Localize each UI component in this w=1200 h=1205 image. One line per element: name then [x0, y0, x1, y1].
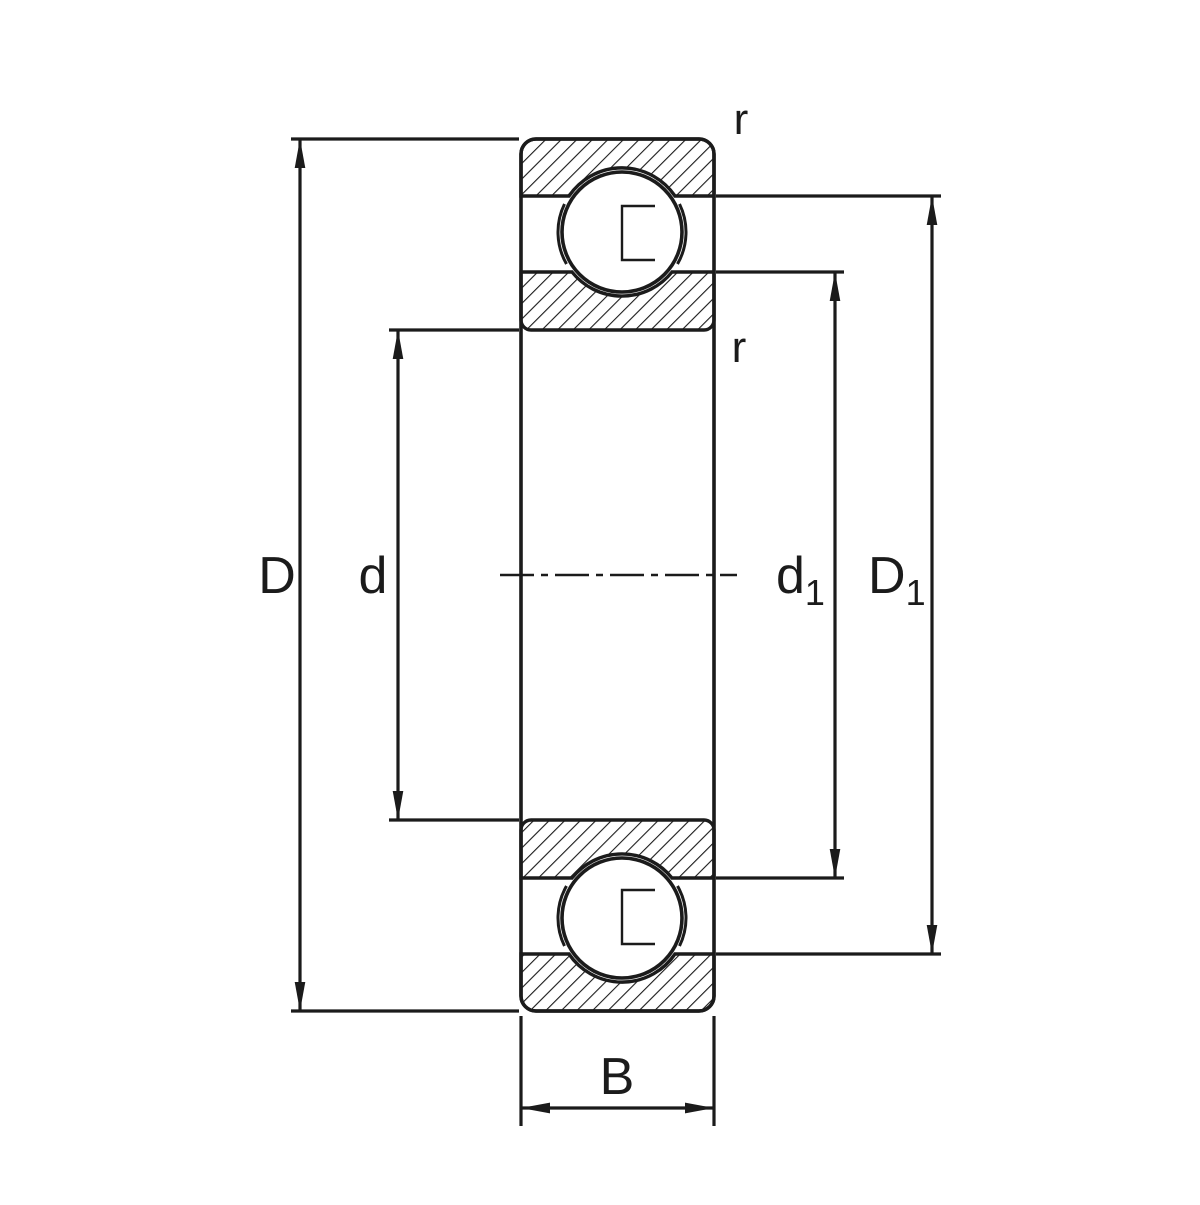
label-chamfer-radius-top: r — [734, 95, 749, 144]
raceway-arc-bottom-right — [676, 885, 688, 947]
arrowhead-d-bottom — [392, 791, 404, 820]
inner-ring-top-section — [519, 270, 716, 332]
bearing-body — [500, 137, 737, 1013]
outer-ring-top-section — [519, 137, 716, 198]
label-chamfer-radius-inner: r — [732, 323, 747, 372]
inner-ring-bottom-section — [519, 818, 716, 880]
cage-mark-top — [620, 204, 655, 262]
raceway-arc-top-left — [556, 203, 568, 265]
label-bore-diameter: d — [359, 547, 388, 605]
raceway-arc-top-right — [676, 203, 688, 265]
raceway-arc-bottom-left — [556, 885, 568, 947]
dimension-D: D — [258, 137, 519, 1013]
label-outer-shoulder-diameter: D1 — [868, 547, 926, 613]
arrowhead-d1-top — [829, 272, 841, 301]
label-outer-diameter: D — [258, 547, 296, 605]
arrowhead-D1-bottom — [926, 925, 938, 954]
dimension-D1: D1 — [716, 194, 941, 956]
chamfer-labels: r r — [732, 95, 749, 372]
arrowhead-D-bottom — [294, 982, 306, 1011]
arrowhead-D-top — [294, 139, 306, 168]
cage-mark-bottom — [620, 888, 655, 946]
dimension-d: d — [359, 328, 519, 822]
label-inner-shoulder-diameter: d1 — [776, 547, 825, 613]
arrowhead-d1-bottom — [829, 849, 841, 878]
label-width: B — [600, 1048, 635, 1106]
arrowhead-B-right — [685, 1102, 714, 1114]
dimension-d1: d1 — [716, 270, 844, 880]
arrowhead-D1-top — [926, 196, 938, 225]
arrowhead-B-left — [521, 1102, 550, 1114]
outer-ring-bottom-section — [519, 952, 716, 1013]
arrowhead-d-top — [392, 330, 404, 359]
dimension-B: B — [519, 1016, 716, 1126]
